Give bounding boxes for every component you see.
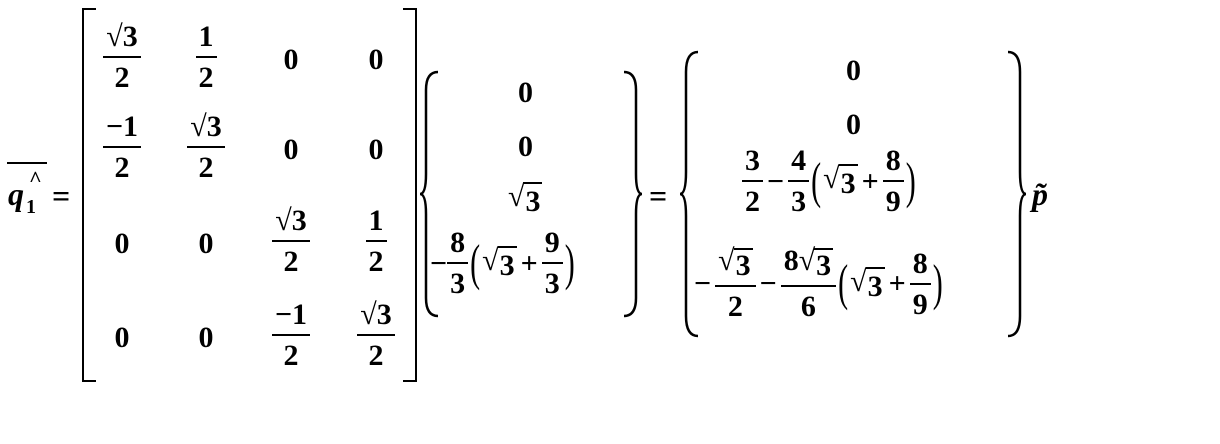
minus-sign: − (694, 267, 712, 300)
matrix-cell: 0 (251, 43, 331, 77)
plus-sign: + (520, 246, 538, 280)
matrix-left-bracket (82, 8, 96, 382)
fraction: √3 2 (715, 246, 756, 322)
plus-sign: + (888, 267, 906, 300)
right-paren: ) (905, 152, 916, 209)
vector-left-brace (419, 70, 439, 318)
left-paren: ( (811, 152, 822, 209)
result-entry-2: 0 (846, 108, 861, 141)
matrix-value: 0 (114, 321, 130, 354)
result-left-brace (679, 50, 699, 338)
sqrt-symbol: √3 (508, 180, 543, 218)
lhs-superscript: ^ (29, 166, 42, 191)
matrix-value: 0 (368, 43, 384, 76)
sqrt-symbol: √3 (482, 244, 517, 282)
matrix-cell: 0 (336, 133, 416, 167)
sqrt-symbol: √3 (850, 264, 885, 303)
left-paren: ( (838, 255, 849, 312)
vector-entry-3: √3 (508, 180, 543, 219)
lhs-subscript: 1 (26, 196, 36, 218)
matrix-value: 0 (283, 133, 299, 166)
matrix-right-bracket (403, 8, 417, 382)
matrix-value: 0 (198, 321, 214, 354)
minus-sign: − (767, 164, 785, 198)
matrix-value: 0 (368, 133, 384, 166)
equals-sign-1: = (52, 178, 71, 214)
minus-sign: − (759, 267, 777, 300)
vector-right-brace (623, 70, 643, 318)
p-tilde-symbol: p̃ (1032, 176, 1048, 212)
matrix-value: 0 (198, 227, 214, 260)
left-paren: ( (470, 234, 481, 291)
equals-sign-2: = (649, 178, 668, 214)
minus-sign: − (430, 246, 448, 280)
result-right-brace (1007, 50, 1027, 338)
lhs-symbol: q (8, 176, 24, 212)
fraction: 8√3 6 (780, 246, 837, 322)
matrix-cell: 0 (166, 321, 246, 355)
vector-entry-2: 0 (518, 130, 533, 163)
matrix-cell: 0 (82, 321, 162, 355)
plus-sign: + (861, 164, 879, 198)
matrix-cell: 0 (251, 133, 331, 167)
matrix-value: 0 (283, 43, 299, 76)
right-paren: ) (564, 234, 575, 291)
result-entry-1: 0 (846, 54, 861, 87)
matrix-value: 0 (114, 227, 130, 260)
matrix-cell: 0 (166, 227, 246, 261)
sqrt-symbol: √3 (823, 162, 858, 200)
vector-entry-1: 0 (518, 76, 533, 109)
lhs-overline (7, 162, 47, 164)
right-paren: ) (932, 255, 943, 312)
matrix-cell: 0 (336, 43, 416, 77)
matrix-cell: 0 (82, 227, 162, 261)
